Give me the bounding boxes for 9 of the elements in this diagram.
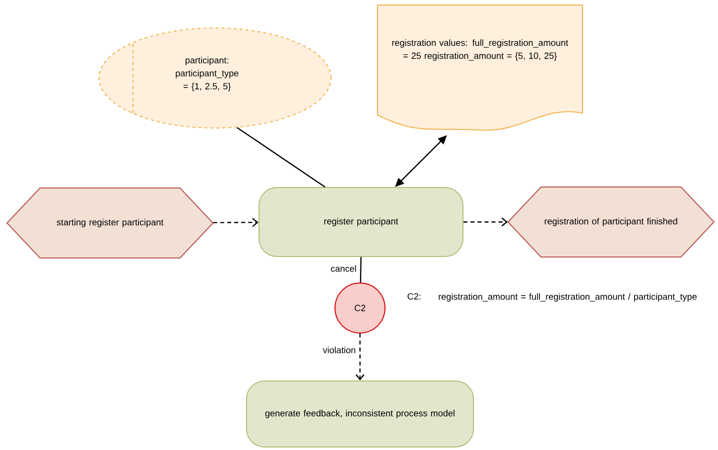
arrow: [464, 218, 508, 226]
arrow: [356, 334, 364, 380]
constraint-note: C2:: [408, 293, 420, 300]
arrow: [213, 218, 258, 227]
process-box: register participant: [258, 187, 464, 257]
process-box: generate feedback, inconsistent process model: [246, 380, 474, 448]
edge-label: cancel: [330, 264, 358, 273]
constraint-note: registration_amount = full_registration_amount / participant_type: [438, 293, 697, 302]
edge-label: violation: [322, 346, 357, 354]
